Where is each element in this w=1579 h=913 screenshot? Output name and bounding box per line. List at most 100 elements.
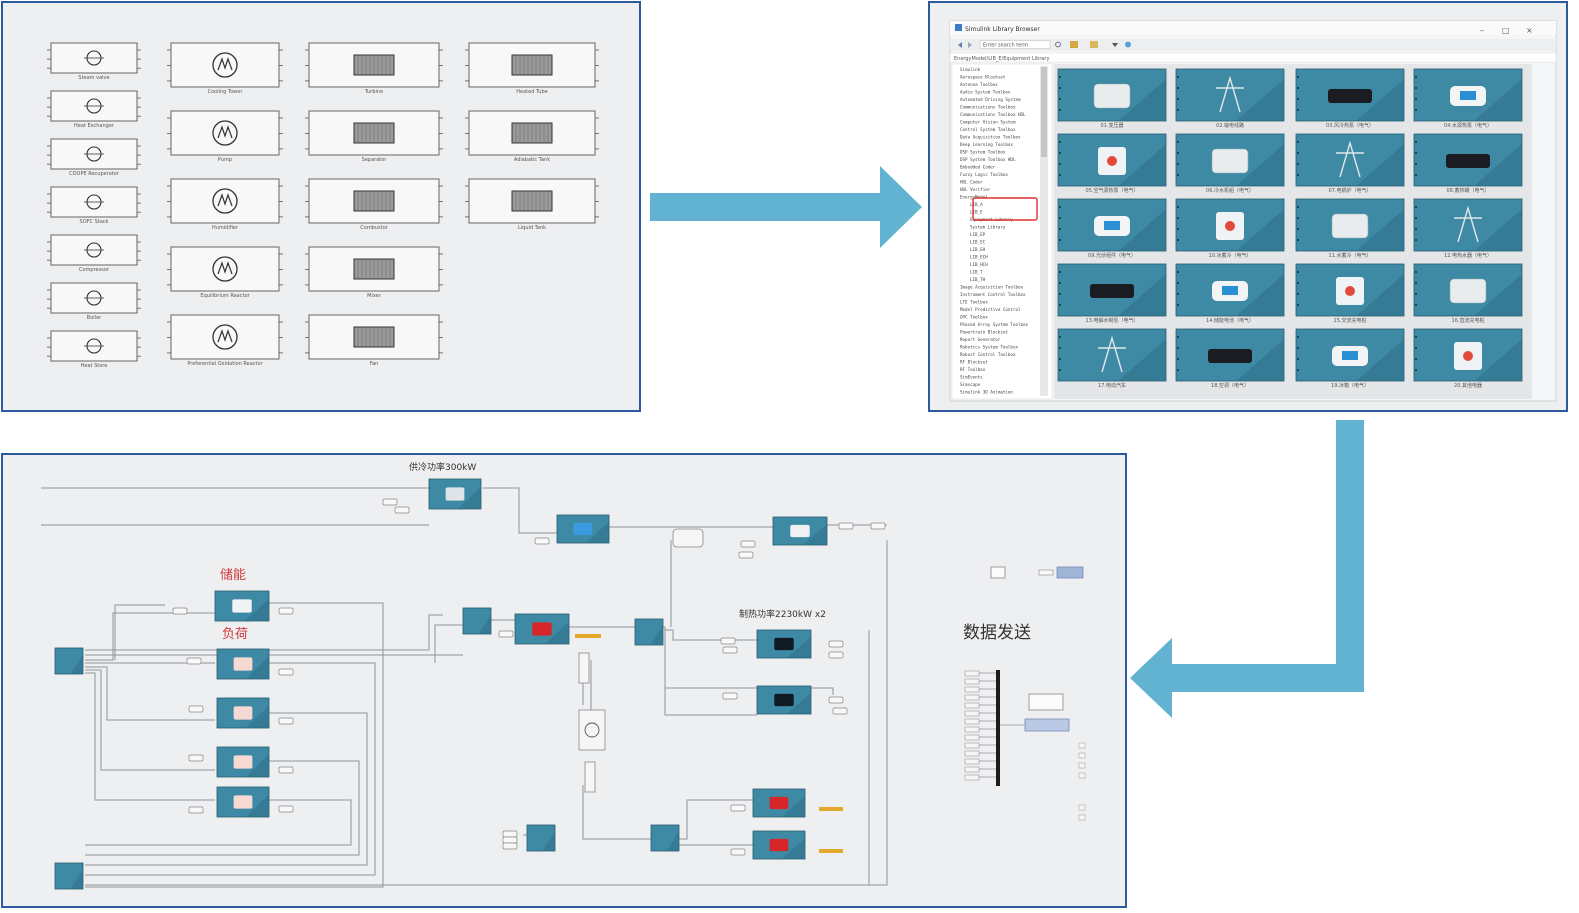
tree-item[interactable]: DSP System Toolbox HDL	[960, 157, 1016, 162]
signal-port[interactable]	[964, 718, 980, 725]
tree-item[interactable]: Communications Toolbox HDL	[960, 112, 1026, 117]
component-block[interactable]: Equilibrium Reactor	[167, 246, 283, 299]
library-block-tile[interactable]: 18.空调（电气）	[1175, 328, 1285, 389]
heat-pump-block[interactable]	[556, 514, 610, 544]
search-input[interactable]	[979, 40, 1051, 49]
pipe-junction-block[interactable]	[672, 528, 704, 548]
tree-item[interactable]: OPC Toolbox	[960, 315, 988, 320]
library-block-tile[interactable]: 07.电锅炉（电气）	[1295, 133, 1405, 194]
tree-item[interactable]: Simscape	[960, 382, 981, 387]
signal-port[interactable]	[964, 774, 980, 781]
signal-port[interactable]	[278, 805, 294, 813]
tree-item[interactable]: LIB_A	[970, 202, 983, 207]
pin-icon[interactable]	[1112, 43, 1118, 47]
signal-port[interactable]	[828, 651, 844, 659]
tree-item[interactable]: Data Acquisition Toolbox	[960, 135, 1021, 140]
component-block[interactable]: Turbine	[305, 42, 443, 95]
minimize-button[interactable]: –	[1480, 26, 1484, 35]
tree-scrollbar[interactable]	[1040, 66, 1048, 396]
load-block-4[interactable]	[216, 786, 270, 818]
load-block-1[interactable]	[216, 648, 270, 680]
gas-boiler-block[interactable]	[772, 516, 828, 546]
signal-port[interactable]	[534, 537, 550, 545]
component-block[interactable]: Liquid Tank	[465, 178, 599, 231]
demux-block[interactable]	[650, 824, 680, 852]
signal-port[interactable]	[964, 766, 980, 773]
tree-item[interactable]: Audio System Toolbox	[960, 90, 1011, 95]
tree-item[interactable]: Aerospace Blockset	[960, 75, 1006, 80]
signal-port[interactable]	[964, 750, 980, 757]
mux-block-2[interactable]	[634, 618, 664, 646]
terminator-block[interactable]	[1078, 804, 1086, 811]
load-block-2[interactable]	[216, 697, 270, 729]
tree-item[interactable]: Model Predictive Control	[960, 307, 1021, 312]
tree-item[interactable]: LIB_EC	[970, 240, 986, 245]
signal-port[interactable]	[828, 640, 844, 648]
tree-scrollbar-thumb[interactable]	[1041, 67, 1047, 157]
signal-port[interactable]	[964, 758, 980, 765]
signal-port[interactable]	[964, 678, 980, 685]
tree-item[interactable]: Antenna Toolbox	[960, 82, 998, 87]
tree-item[interactable]: HDL Coder	[960, 180, 983, 185]
component-block[interactable]: Heat Exchanger	[47, 90, 141, 129]
library-block-tile[interactable]: 20.其他电器	[1413, 328, 1523, 389]
library-icon[interactable]	[1070, 41, 1078, 48]
tree-item[interactable]: Automated Driving System	[960, 97, 1021, 102]
tree-item[interactable]: Robust Control Toolbox	[960, 352, 1016, 357]
heat-pump-unit-1[interactable]	[756, 629, 812, 659]
tree-item[interactable]: LIB_ECH	[970, 255, 988, 260]
library-block-tile[interactable]: 16.直流充电桩	[1413, 263, 1523, 324]
signal-port[interactable]	[964, 694, 980, 701]
tree-item[interactable]: LIB_EH	[970, 247, 986, 252]
scope-block[interactable]	[990, 566, 1006, 579]
tree-item[interactable]: Simulink	[960, 67, 981, 72]
bus-block-bottom[interactable]	[54, 862, 84, 890]
tree-item[interactable]: LTE Toolbox	[960, 300, 988, 305]
signal-port[interactable]	[498, 630, 514, 638]
tree-item[interactable]: Deep Learning Toolbox	[960, 142, 1013, 147]
breadcrumb[interactable]: EnergyModel/LIB_E/Equipment Library	[954, 56, 1049, 62]
library-block-tile[interactable]: 05.空气源热泵（电气）	[1057, 133, 1167, 194]
component-block[interactable]: Heated Tube	[465, 42, 599, 95]
library-block-tile[interactable]: 17.电动汽车	[1057, 328, 1167, 389]
tree-item[interactable]: DSP System Toolbox	[960, 150, 1006, 155]
signal-port[interactable]	[964, 702, 980, 709]
help-icon[interactable]	[1125, 41, 1131, 48]
pipe-segment[interactable]	[584, 761, 596, 793]
library-block-tile[interactable]: 10.冰蓄冷（电气）	[1175, 198, 1285, 259]
tree-item[interactable]: RF Toolbox	[960, 367, 986, 372]
library-block-tile[interactable]: 09.光伏组件（电气）	[1057, 198, 1167, 259]
tree-item[interactable]: Simulink 3D Animation	[960, 390, 1013, 395]
tree-item[interactable]: Powertrain Blockset	[960, 330, 1008, 335]
tree-item[interactable]: Communications Toolbox	[960, 105, 1016, 110]
component-block[interactable]: Separator	[305, 110, 443, 163]
library-block-tile[interactable]: 13.电解水制氢（电气）	[1057, 263, 1167, 324]
tree-item[interactable]: Embedded Coder	[960, 165, 996, 170]
signal-port[interactable]	[1038, 569, 1054, 576]
signal-port[interactable]	[964, 734, 980, 741]
search-icon[interactable]	[1055, 41, 1061, 48]
terminator-block[interactable]	[1078, 762, 1086, 769]
signal-port[interactable]	[278, 766, 294, 774]
signal-port[interactable]	[188, 754, 204, 762]
tree-item[interactable]: RF Blockset	[960, 360, 988, 365]
signal-port[interactable]	[870, 522, 886, 530]
library-block-tile[interactable]: 04.水源热泵（电气）	[1413, 68, 1523, 129]
library-block-tile[interactable]: 12.电热水器（电气）	[1413, 198, 1523, 259]
display-block[interactable]	[1028, 693, 1064, 711]
mux-block-3[interactable]	[526, 824, 556, 852]
terminator-block[interactable]	[1078, 772, 1086, 779]
tree-item[interactable]: LIB_HCH	[970, 262, 988, 267]
tree-item[interactable]: Control System Toolbox	[960, 127, 1016, 132]
data-send-block[interactable]	[1024, 718, 1070, 732]
component-block[interactable]: Adiabatic Tank	[465, 110, 599, 163]
component-block[interactable]: Compressor	[47, 234, 141, 273]
component-block[interactable]: Fan	[305, 314, 443, 367]
signal-port[interactable]	[186, 657, 202, 665]
tree-item[interactable]: SimEvents	[960, 375, 983, 380]
library-block-tile[interactable]: 11.水蓄冷（电气）	[1295, 198, 1405, 259]
tree-item[interactable]: Report Generator	[960, 337, 1001, 342]
terminator-block[interactable]	[1078, 742, 1086, 749]
signal-port[interactable]	[278, 668, 294, 676]
storage-battery-block[interactable]	[214, 590, 270, 622]
